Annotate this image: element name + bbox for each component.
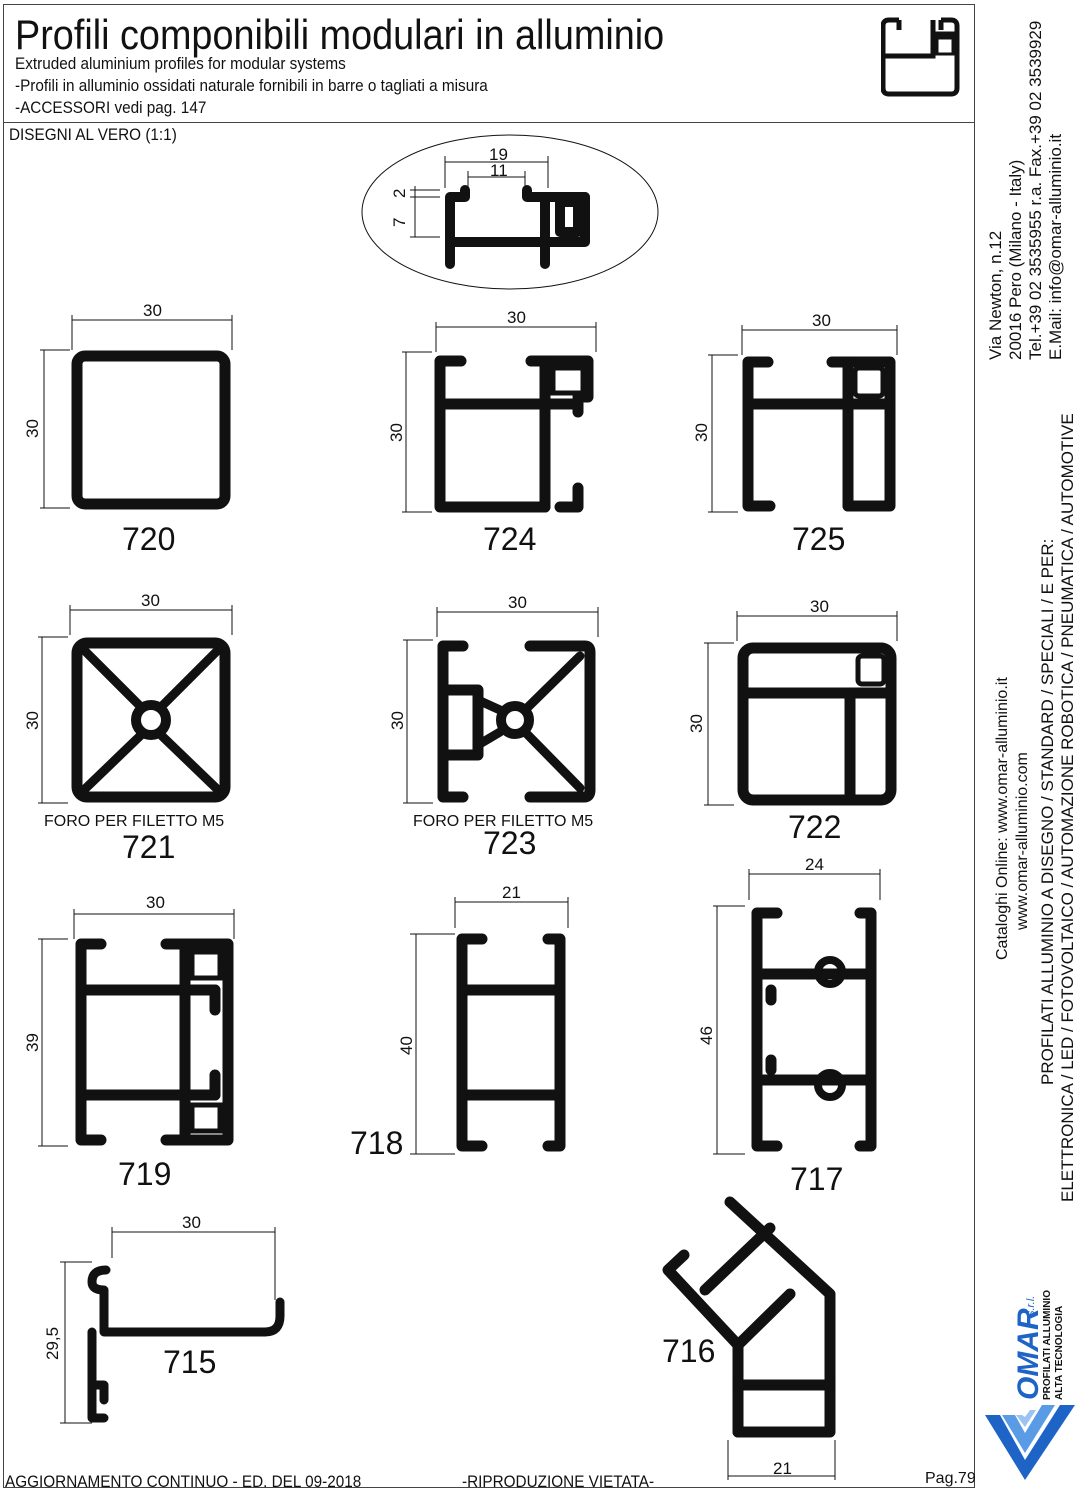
brand-suffix: s.r.l. <box>1025 1296 1037 1316</box>
subtitle-italian: -Profili in alluminio ossidati naturale … <box>15 76 488 95</box>
profile-725-height: 30 <box>692 423 711 442</box>
profile-716: 21 716 <box>662 1196 836 1480</box>
contact-address: Via Newton, n.12 <box>986 230 1005 360</box>
profile-723-note: FORO PER FILETTO M5 <box>413 813 593 830</box>
profile-725: 30 30 725 <box>692 311 898 557</box>
profile-718-height: 40 <box>397 1036 416 1055</box>
profile-721-note: FORO PER FILETTO M5 <box>44 813 224 830</box>
profile-723-code: 723 <box>483 825 536 861</box>
profile-724: 30 30 724 <box>387 308 597 557</box>
page-frame <box>3 4 975 1488</box>
page-title: Profili componibili modulari in allumini… <box>15 11 665 58</box>
brand-name: OMAR <box>1012 1308 1045 1400</box>
detail-dimension-lines <box>410 156 549 238</box>
detail-dim-11: 11 <box>490 161 508 180</box>
profile-721-height: 30 <box>23 711 42 730</box>
profile-drawings: 19 11 2 7 30 30 720 30 30 724 <box>23 134 898 1480</box>
scale-note: DISEGNI AL VERO (1:1) <box>9 125 177 144</box>
profile-722-code: 722 <box>788 809 841 845</box>
profile-725-code: 725 <box>792 521 845 557</box>
omar-logo-mark <box>985 1405 1075 1480</box>
profile-720: 30 30 720 <box>23 301 233 557</box>
profile-715-width: 30 <box>182 1213 201 1232</box>
profile-719: 30 39 719 <box>23 893 235 1192</box>
profile-721: 30 30 FORO PER FILETTO M5 721 <box>23 591 233 865</box>
profile-720-width: 30 <box>143 301 162 320</box>
profile-719-width: 30 <box>146 893 165 912</box>
profile-715-height: 29,5 <box>43 1327 62 1360</box>
contact-email: E.Mail: info@omar-alluminio.it <box>1046 133 1065 360</box>
detail-dim-19: 19 <box>489 145 508 164</box>
profile-section-icon <box>881 17 960 97</box>
profile-718-width: 21 <box>502 883 521 902</box>
detail-dim-7: 7 <box>390 218 409 227</box>
detail-ellipse <box>361 134 659 290</box>
contact-phone: Tel.+39 02 3535955 r.a. Fax.+39 02 35399… <box>1026 20 1045 360</box>
profile-725-width: 30 <box>812 311 831 330</box>
website-link[interactable]: www.omar-alluminio.com <box>1014 752 1031 930</box>
profile-716-width: 21 <box>773 1459 792 1478</box>
profile-715-code: 715 <box>163 1344 216 1380</box>
profile-724-code: 724 <box>483 521 536 557</box>
profile-717: 24 46 717 <box>697 855 881 1197</box>
footer-copyright: -RIPRODUZIONE VIETATA- <box>462 1472 655 1491</box>
page-number: Pag.79 <box>925 1470 976 1487</box>
profile-724-width: 30 <box>507 308 526 327</box>
footer-update-note: AGGIORNAMENTO CONTINUO - ED. DEL 09-2018 <box>5 1472 362 1491</box>
profile-723-height: 30 <box>388 711 407 730</box>
profile-719-height: 39 <box>23 1033 42 1052</box>
contact-city: 20016 Pero (Milano - Italy) <box>1006 159 1025 360</box>
profile-719-code: 719 <box>118 1156 171 1192</box>
profile-720-code: 720 <box>122 521 175 557</box>
products-line-1: PROFILATI ALLUMINIO A DISEGNO / STANDARD… <box>1038 538 1057 1085</box>
profile-717-height: 46 <box>697 1026 716 1045</box>
profile-722-height: 30 <box>687 714 706 733</box>
page-header: Profili componibili modulari in allumini… <box>3 4 975 123</box>
profile-718-code: 718 <box>350 1125 403 1161</box>
profile-716-code: 716 <box>662 1333 715 1369</box>
detail-dim-2: 2 <box>390 189 409 198</box>
profile-717-width: 24 <box>805 855 824 874</box>
detail-profile-shape <box>445 185 590 269</box>
profile-717-code: 717 <box>790 1161 843 1197</box>
profile-723-width: 30 <box>508 593 527 612</box>
accessories-note: -ACCESSORI vedi pag. 147 <box>15 98 207 117</box>
profile-723: 30 30 FORO PER FILETTO M5 723 <box>388 593 599 861</box>
omar-logo: OMAR s.r.l. PROFILATI ALLUMINIO ALTA TEC… <box>985 1290 1075 1480</box>
profile-721-width: 30 <box>141 591 160 610</box>
profile-720-height: 30 <box>23 419 42 438</box>
products-line-2: ELETTRONICA / LED / FOTOVOLTAICO / AUTOM… <box>1058 413 1077 1202</box>
profile-722-width: 30 <box>810 597 829 616</box>
catalog-link[interactable]: Cataloghi Online: www.omar-alluminio.it <box>994 677 1011 960</box>
profile-718: 21 40 718 <box>350 883 569 1161</box>
profile-722: 30 30 722 <box>687 597 898 845</box>
profile-724-height: 30 <box>387 423 406 442</box>
subtitle-english: Extruded aluminium profiles for modular … <box>15 54 346 73</box>
brand-tagline-2: ALTA TECNOLOGIA <box>1054 1306 1065 1400</box>
brand-tagline-1: PROFILATI ALLUMINIO <box>1042 1290 1053 1400</box>
profile-715: 30 29,5 715 <box>43 1213 285 1424</box>
profile-721-code: 721 <box>122 829 175 865</box>
